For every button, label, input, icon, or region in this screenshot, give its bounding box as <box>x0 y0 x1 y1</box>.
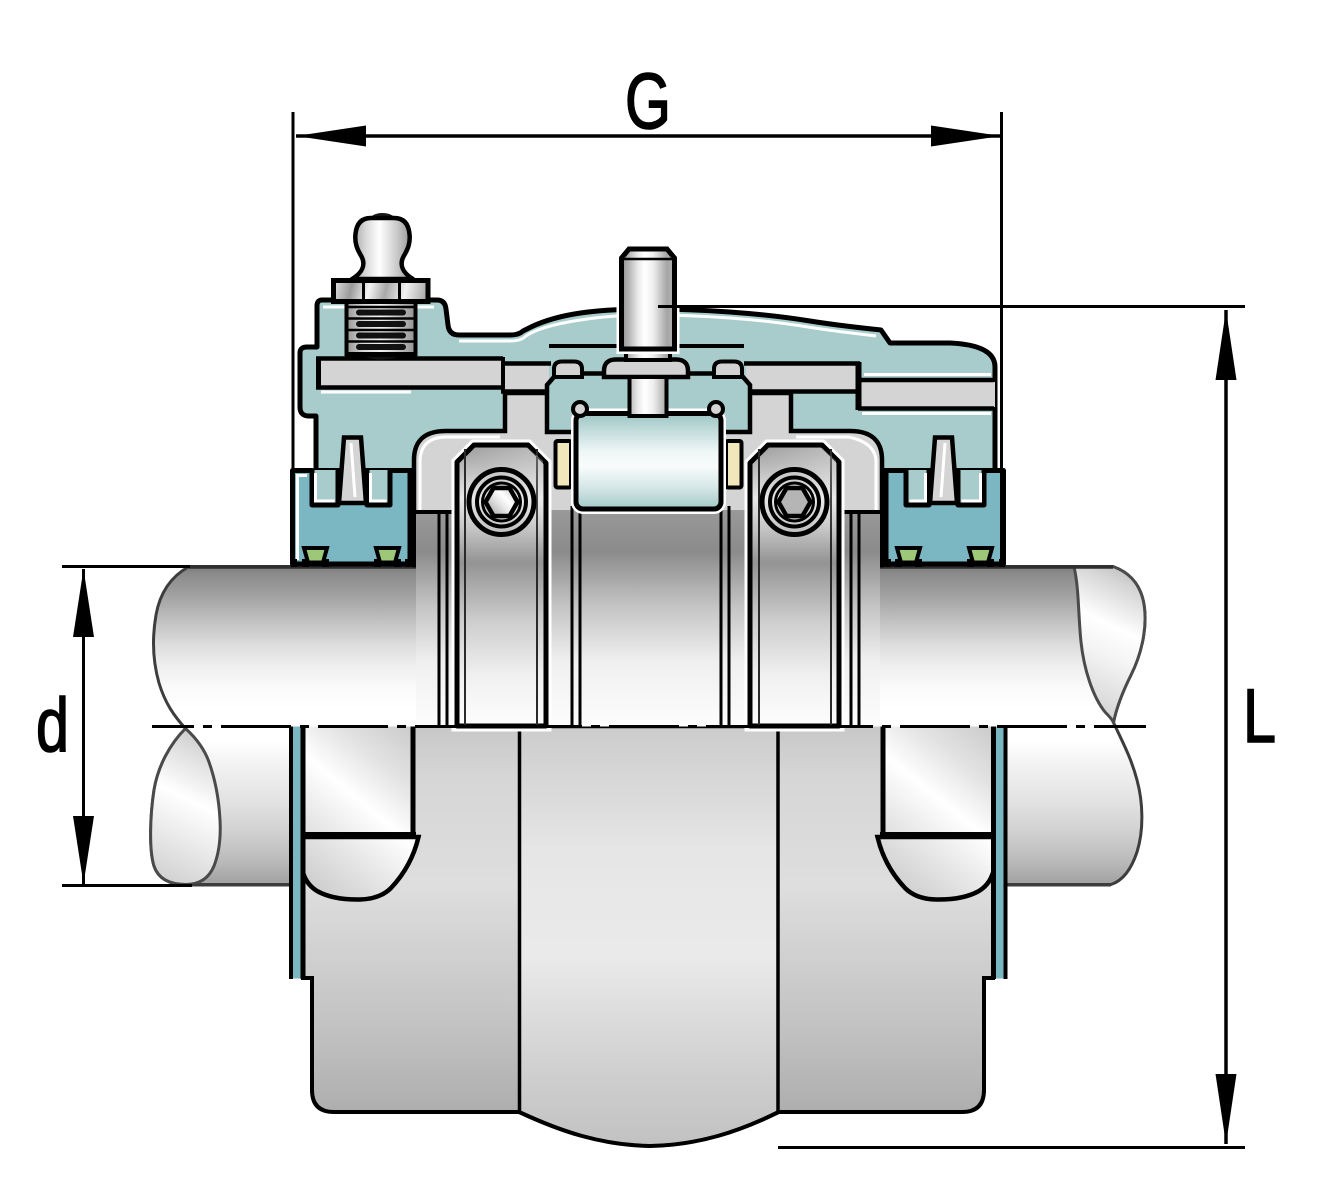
svg-text:G: G <box>625 56 671 145</box>
svg-text:L: L <box>1243 674 1276 759</box>
svg-text:d: d <box>36 683 69 768</box>
